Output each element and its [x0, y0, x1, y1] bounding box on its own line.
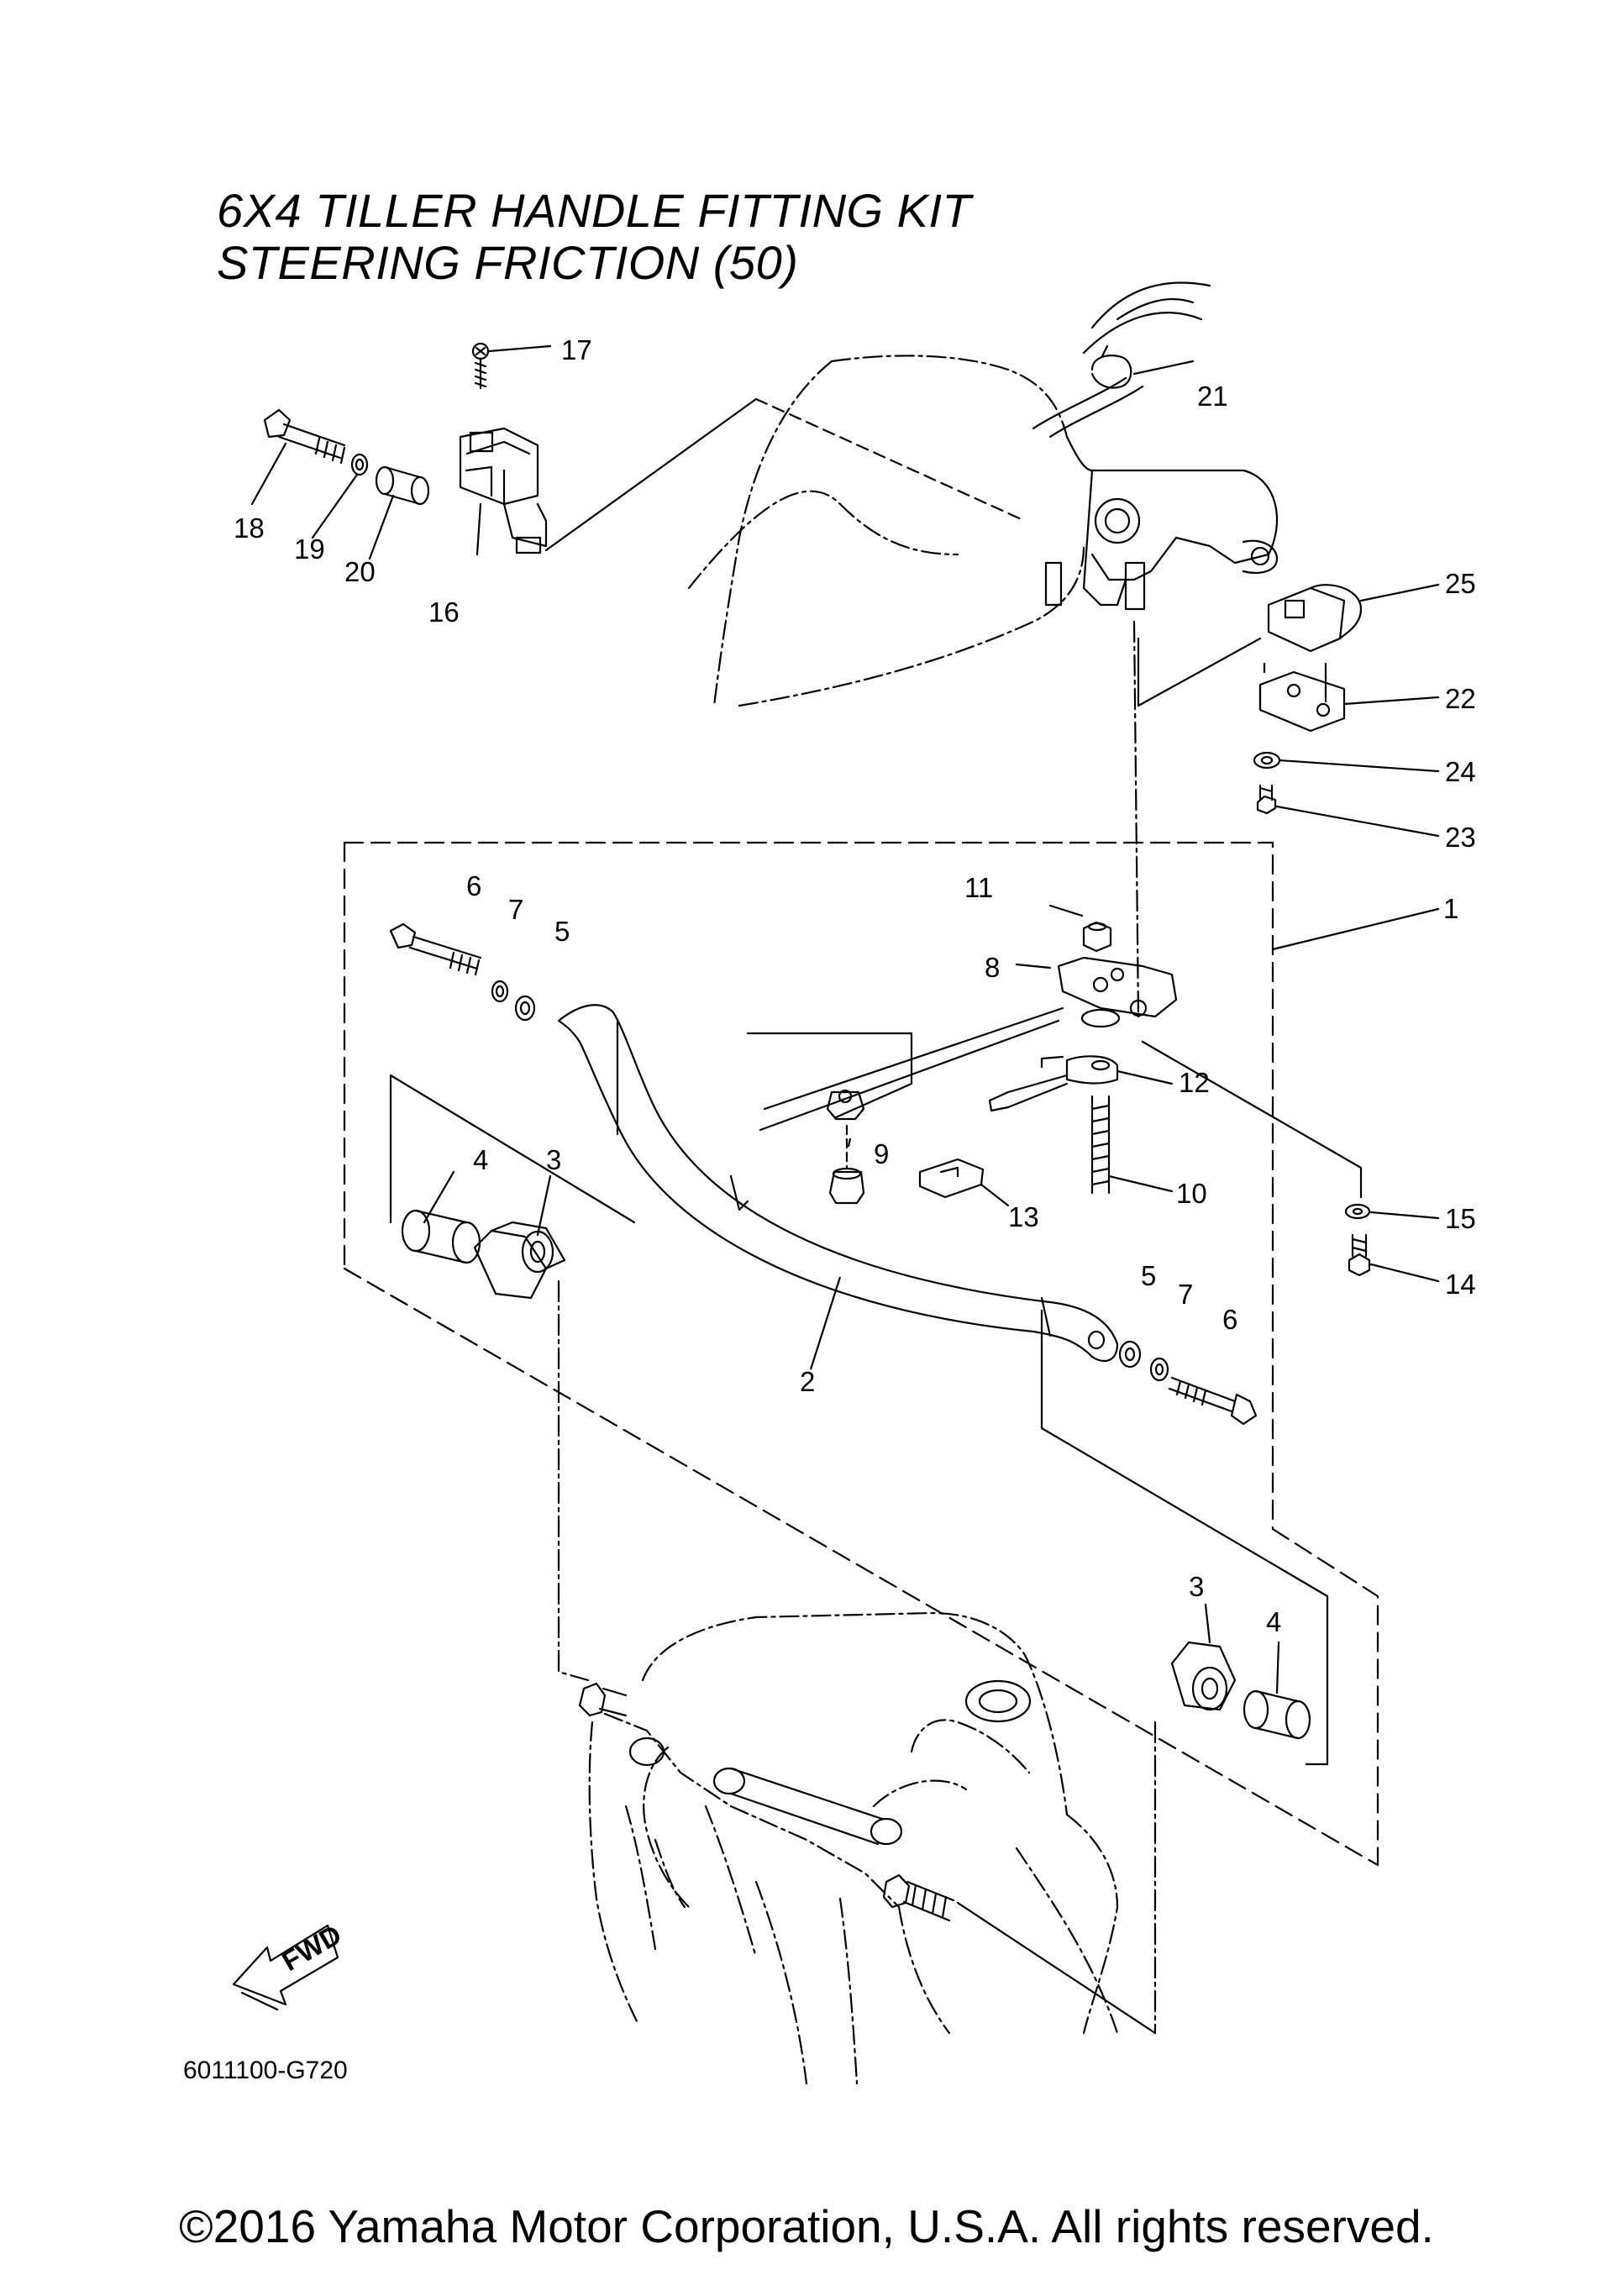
callout-3-left: 3 [546, 1144, 561, 1175]
callout-20: 20 [344, 556, 376, 587]
callout-5-left: 5 [554, 916, 570, 947]
callout-12: 12 [1179, 1067, 1210, 1098]
part-17-screw [471, 342, 552, 390]
part-21-clamp [1090, 344, 1195, 389]
tiller-handle-bracket [1032, 281, 1279, 611]
part-4-collar-left [401, 1170, 481, 1264]
callout-5-right: 5 [1141, 1260, 1156, 1291]
part-7-washer-left [491, 980, 509, 1003]
callout-16: 16 [428, 596, 460, 628]
callout-8: 8 [985, 952, 1000, 983]
callout-19: 19 [294, 533, 325, 565]
part-22-plate [1137, 637, 1440, 733]
part-23-bolt [1256, 784, 1440, 838]
callout-25: 25 [1445, 568, 1476, 599]
diagram-code: 6011100-G720 [183, 2057, 348, 2084]
part-5-washer-right [1118, 1340, 1142, 1369]
part-6-bolt-right [1168, 1376, 1258, 1426]
callout-14: 14 [1445, 1269, 1476, 1300]
part-20-collar [368, 465, 430, 560]
diagram-title-line1: 6X4 TILLER HANDLE FITTING KIT [217, 184, 972, 237]
callout-24: 24 [1445, 756, 1476, 787]
callout-9: 9 [874, 1138, 889, 1169]
diagram-title-line2: STEERING FRICTION (50) [217, 236, 799, 289]
part-15-washer [1141, 1040, 1440, 1220]
part-14-bolt [1348, 1233, 1440, 1283]
part-3-nut-left [473, 1174, 566, 1300]
part-4-collar-right [1243, 1641, 1311, 1740]
callout-6-right: 6 [1222, 1304, 1237, 1335]
part-25-cap [1267, 583, 1440, 653]
part-11-nut [1048, 904, 1112, 953]
part-18-bolt [250, 408, 346, 506]
callout-21: 21 [1197, 381, 1228, 412]
part-3-nut-right [1170, 1603, 1237, 1711]
part-16-connector [459, 397, 1027, 556]
callout-17: 17 [561, 334, 592, 365]
part-9-grommet [826, 1089, 865, 1205]
swivel-bracket-details [578, 1679, 1157, 2035]
part-2-link-rod [557, 1004, 1119, 1363]
swivel-bracket-outline [588, 1611, 1119, 2085]
fwd-arrow-icon [232, 1924, 339, 2011]
callout-2: 2 [800, 1366, 815, 1397]
kit-1-boundary [343, 841, 1379, 1867]
callout-15: 15 [1445, 1203, 1476, 1234]
callout-1: 1 [1443, 893, 1458, 924]
callout-4-left: 4 [473, 1144, 488, 1175]
copyright-notice: ©2016 Yamaha Motor Corporation, U.S.A. A… [179, 2200, 1434, 2252]
tiller-handle-outline [687, 355, 1085, 707]
part-10-stud [1090, 1095, 1174, 1195]
callout-6-left: 6 [466, 870, 481, 901]
callout-4-right: 4 [1266, 1606, 1281, 1637]
part-6-bolt-left [389, 922, 482, 976]
part-5-washer-left [514, 995, 536, 1022]
part-8-plate [1015, 956, 1178, 1018]
part-24-washer [1253, 751, 1440, 773]
callout-23: 23 [1445, 822, 1476, 853]
callout-labels: 17 21 18 19 20 16 25 22 24 23 1 6 7 5 11… [234, 334, 1476, 1637]
callout-7-left: 7 [508, 894, 523, 925]
part-7-washer-right [1149, 1357, 1169, 1382]
part-12-lever [988, 1055, 1174, 1112]
callout-7-right: 7 [1178, 1279, 1193, 1310]
callout-11: 11 [964, 872, 993, 903]
callout-13: 13 [1008, 1201, 1039, 1232]
callout-18: 18 [234, 512, 265, 544]
callout-10: 10 [1176, 1178, 1207, 1209]
part-13-cap [918, 1158, 1010, 1207]
callout-3-right: 3 [1189, 1571, 1204, 1602]
callout-22: 22 [1445, 683, 1476, 714]
part-19-washer [311, 453, 369, 539]
friction-lever-assembly [729, 1006, 1121, 1211]
